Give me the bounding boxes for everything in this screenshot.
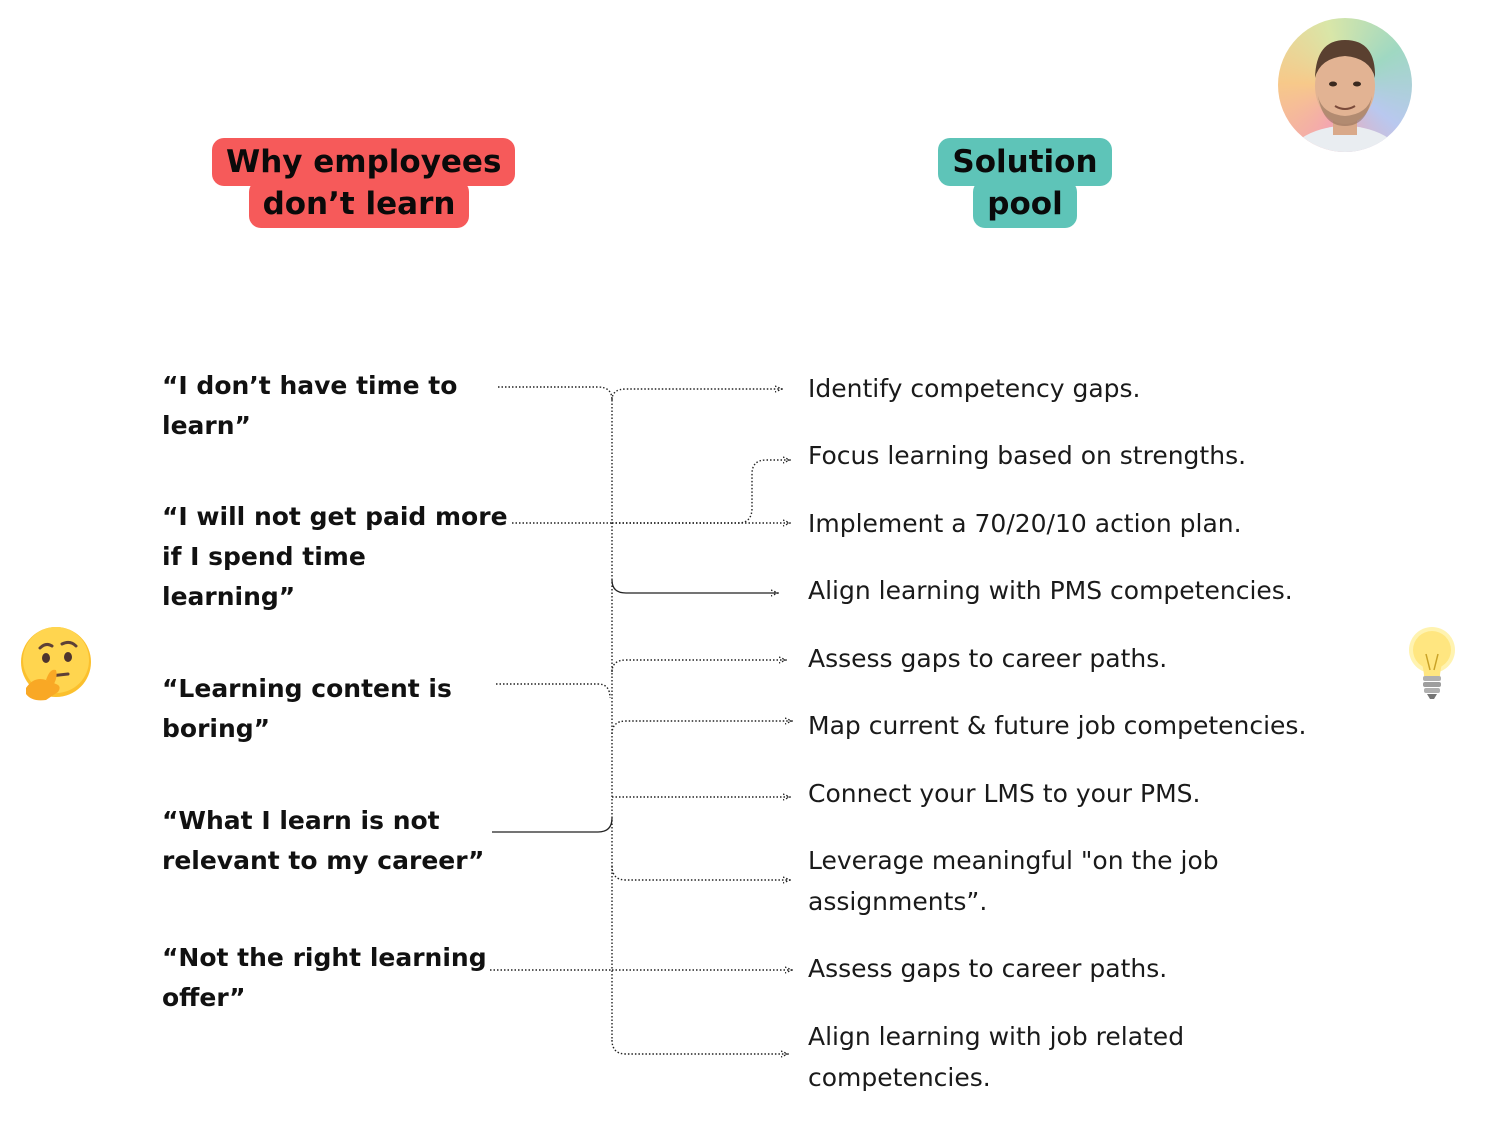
light-bulb-icon <box>1409 627 1455 699</box>
header-left-line-2: don’t learn <box>248 180 470 228</box>
connector-reason-4 <box>492 817 613 833</box>
solution-on-job-assignments: Leverage meaningful "on the job assignme… <box>808 846 1219 916</box>
arrow-solution-4 <box>611 579 778 593</box>
reason-not-relevant: “What I learn is not relevant to my care… <box>162 806 485 875</box>
solution-identify-gaps: Identify competency gaps. <box>808 374 1141 403</box>
header-left-line-1: Why employees <box>212 138 516 186</box>
arrow-solution-1 <box>611 389 782 401</box>
arrow-solution-6 <box>611 721 792 735</box>
header-solution-pool: Solution pool <box>935 138 1115 228</box>
solution-align-job-competencies: Align learning with job related competen… <box>808 1022 1185 1092</box>
author-avatar <box>1278 18 1412 152</box>
solution-map-competencies: Map current & future job competencies. <box>808 711 1307 740</box>
reason-boring-content: “Learning content is boring” <box>162 674 452 743</box>
header-why-employees: Why employees don’t learn <box>212 138 516 228</box>
arrow-solution-2 <box>612 460 790 524</box>
header-right-line-1: Solution <box>938 138 1112 186</box>
solution-assess-career-paths-2: Assess gaps to career paths. <box>808 954 1168 983</box>
solution-70-20-10: Implement a 70/20/10 action plan. <box>808 509 1242 538</box>
reason-no-pay: “I will not get paid more if I spend tim… <box>162 502 508 611</box>
solution-align-pms: Align learning with PMS competencies. <box>808 576 1293 605</box>
arrow-solution-8 <box>611 865 790 880</box>
reason-wrong-offer: “Not the right learning offer” <box>162 943 487 1012</box>
solution-focus-strengths: Focus learning based on strengths. <box>808 441 1247 470</box>
arrow-solution-5 <box>611 660 786 673</box>
reason-no-time: “I don’t have time to learn” <box>162 371 458 440</box>
connector-reason-1 <box>498 386 613 401</box>
thinking-face-icon <box>21 627 91 701</box>
connector-reason-3 <box>496 683 611 699</box>
arrow-solution-10 <box>611 1039 788 1054</box>
solution-assess-career-paths: Assess gaps to career paths. <box>808 644 1168 673</box>
solution-connect-lms: Connect your LMS to your PMS. <box>808 779 1201 808</box>
header-right-line-2: pool <box>973 180 1077 228</box>
